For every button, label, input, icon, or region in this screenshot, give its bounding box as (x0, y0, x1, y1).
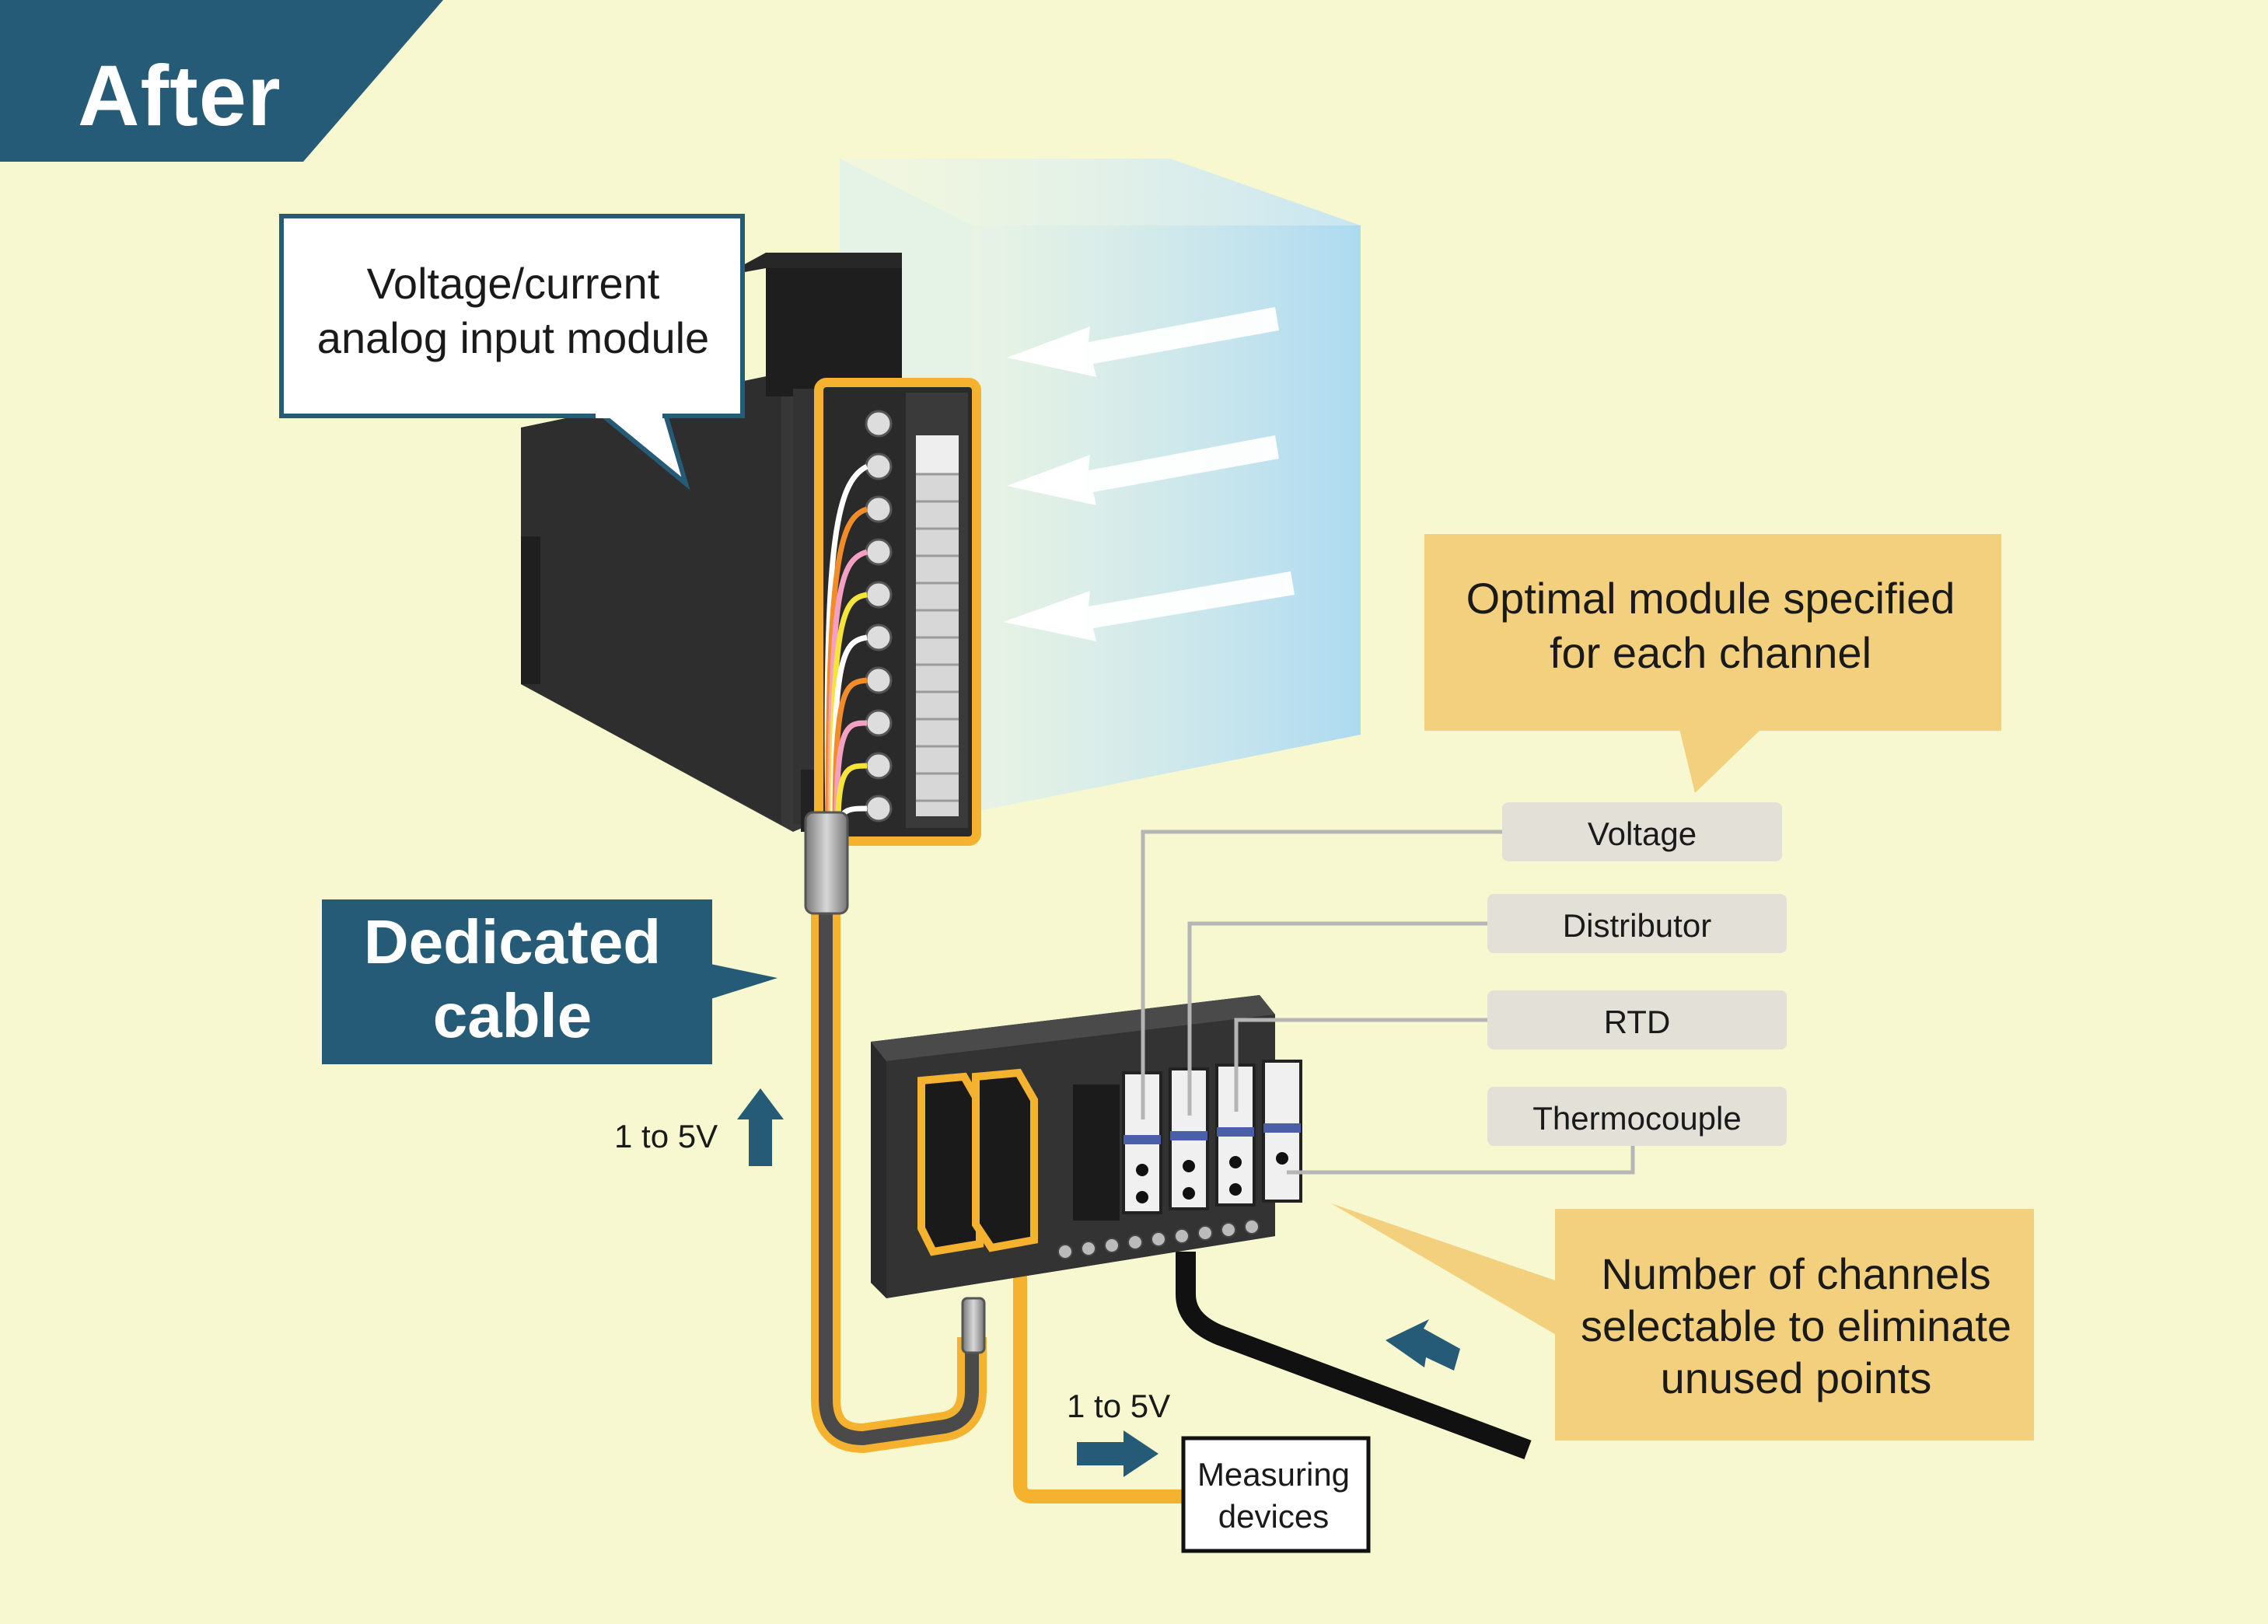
channels-callout-line: selectable to eliminate (1580, 1301, 2012, 1350)
measuring-cable (1013, 1213, 1186, 1504)
dedicated-cable-label: Dedicated cable (322, 905, 703, 1053)
tag-rtd: RTD (1603, 1004, 1671, 1040)
tag-thermocouple: Thermocouple (1532, 1100, 1742, 1137)
channels-callout (1331, 1203, 2034, 1441)
measuring-devices-label: Measuring devices (1182, 1454, 1365, 1538)
module-callout-line: analog input module (316, 313, 710, 362)
signal-arrows (737, 1088, 1460, 1477)
base-terminal-screws (1057, 1219, 1260, 1259)
tag-distributor: Distributor (1562, 907, 1712, 944)
field-cable (1176, 1252, 1532, 1460)
signal-label-upper: 1 to 5V (614, 1118, 718, 1154)
channels-callout-line: unused points (1660, 1353, 1932, 1402)
airflow-arrows (1003, 307, 1295, 641)
measuring-devices-box (1181, 1436, 1371, 1553)
after-banner (0, 0, 443, 162)
optimal-callout-line: Optimal module specified (1466, 574, 1955, 623)
module-callout-line: Voltage/current (366, 259, 660, 308)
page-title: After (78, 48, 281, 144)
module-type-tags (1487, 802, 1787, 1146)
measuring-devices-line: devices (1218, 1498, 1330, 1535)
measuring-devices-line: Measuring (1197, 1456, 1351, 1493)
module-leader-lines (1141, 829, 1635, 1175)
terminal-label-cells (916, 473, 959, 802)
terminal-wires (824, 463, 868, 825)
dedicated-cable-line: Dedicated (363, 907, 662, 976)
module-callout (279, 214, 745, 491)
channels-callout-line: Number of channels (1601, 1249, 1991, 1298)
dedicated-cable-line: cable (432, 981, 592, 1050)
dedicated-callout (322, 899, 778, 1064)
optimal-callout-line: for each channel (1549, 628, 1872, 677)
channels-callout-text: Number of channels selectable to elimina… (1559, 1248, 2033, 1404)
connector-sockets (917, 1068, 1038, 1354)
optimal-callout-text: Optimal module specified for each channe… (1423, 571, 1998, 680)
module-callout-text: Voltage/current analog input module (288, 257, 739, 365)
terminal-screws (865, 410, 893, 822)
dedicated-cable (804, 811, 987, 1454)
signal-modules (1073, 1060, 1302, 1221)
signal-label-lower: 1 to 5V (1067, 1388, 1171, 1424)
tag-voltage: Voltage (1587, 815, 1697, 852)
optimal-callout (1424, 534, 2001, 793)
